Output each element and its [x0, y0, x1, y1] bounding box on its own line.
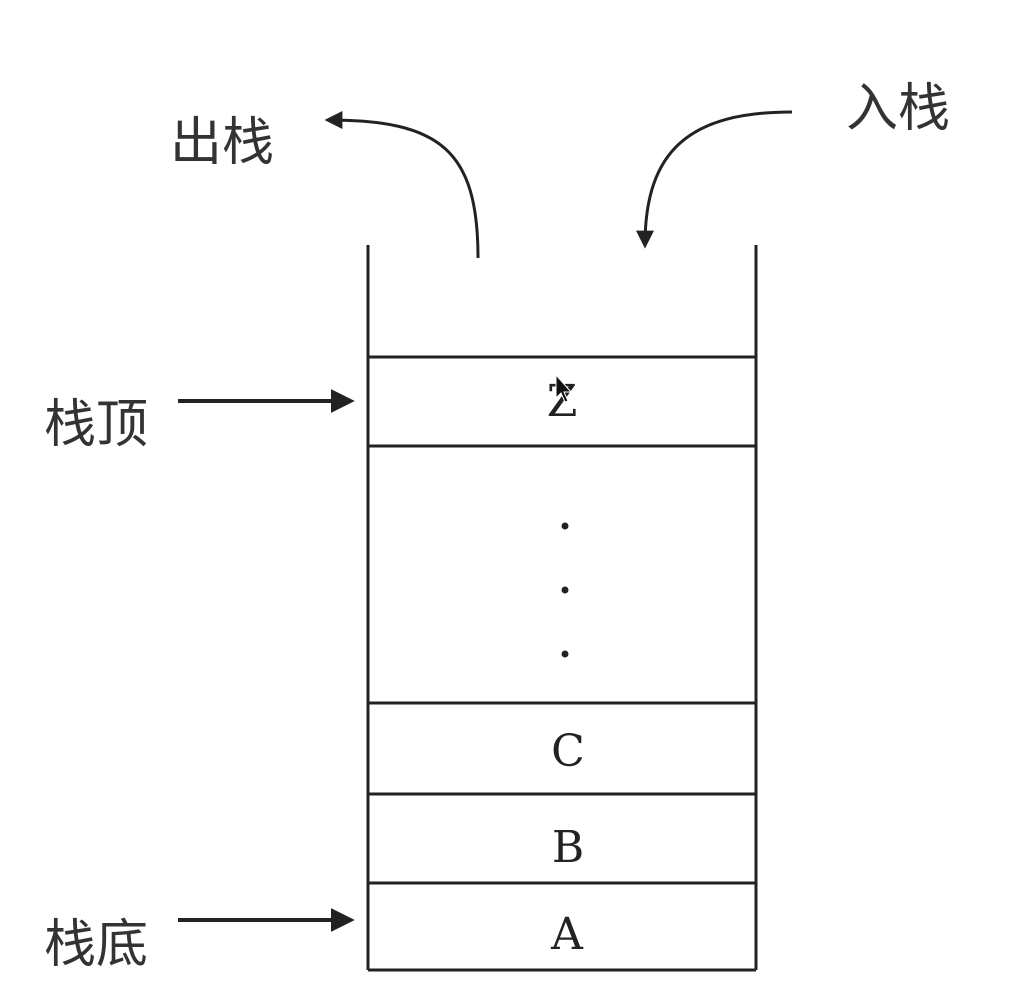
ellipsis-dot-2 [561, 586, 569, 594]
mouse-cursor-icon [555, 373, 573, 403]
stack-bottom-label: 栈底 [44, 915, 148, 975]
stack-item-c: C [551, 726, 585, 777]
ellipsis-dot-3 [561, 650, 569, 658]
ellipsis-dot-1 [561, 522, 569, 530]
stack-item-a: A [550, 909, 584, 960]
push-label: 入栈 [846, 79, 950, 139]
pop-arrow [324, 111, 480, 259]
pop-label: 出栈 [170, 113, 274, 173]
push-arrow [636, 110, 793, 249]
stack-top-label: 栈顶 [44, 395, 148, 455]
stack-item-b: B [552, 822, 584, 873]
